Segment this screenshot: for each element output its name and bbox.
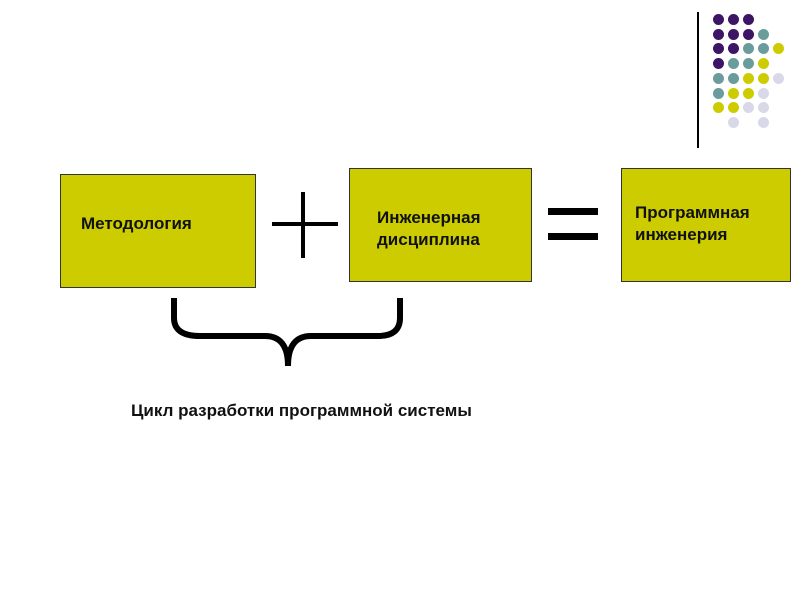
decorative-dot: [743, 58, 754, 70]
decorative-dot: [713, 14, 724, 25]
decorative-dot: [758, 58, 769, 70]
decorative-dot: [713, 43, 724, 55]
engineering-discipline-box: Инженерная дисциплина: [349, 168, 532, 282]
plus-sign: [272, 192, 338, 258]
decorative-dot: [743, 87, 754, 99]
decorative-dot: [728, 116, 739, 128]
methodology-label: Методология: [81, 214, 192, 233]
decorative-divider: [697, 12, 699, 148]
decorative-dot: [713, 72, 724, 84]
decorative-dot: [713, 58, 724, 70]
caption: Цикл разработки программной системы: [131, 401, 472, 420]
decorative-dot: [758, 72, 769, 84]
decorative-dot: [728, 58, 739, 70]
decorative-dot: [713, 102, 724, 114]
decorative-dot: [728, 87, 739, 99]
engineering-discipline-label: Инженерная дисциплина: [377, 208, 481, 249]
decorative-dot: [758, 116, 769, 128]
decorative-dot: [713, 87, 724, 99]
decorative-dot: [758, 28, 769, 40]
decorative-dot: [758, 102, 769, 114]
decorative-dot: [728, 43, 739, 55]
equals-sign: [548, 208, 598, 240]
decorative-dot: [728, 72, 739, 84]
decorative-dot: [758, 43, 769, 55]
decorative-dot: [773, 72, 784, 84]
decorative-dot: [743, 72, 754, 84]
decorative-dot: [743, 28, 754, 40]
software-engineering-label: Программная инженерия: [635, 203, 750, 244]
decorative-dot: [773, 43, 784, 55]
decorative-dot: [743, 102, 754, 114]
decorative-dot: [713, 28, 724, 40]
decorative-dot: [758, 87, 769, 99]
curly-brace: [171, 298, 403, 367]
decorative-dot: [728, 28, 739, 40]
software-engineering-box: Программная инженерия: [621, 168, 791, 282]
decorative-dot: [728, 14, 739, 25]
methodology-box: Методология: [60, 174, 256, 288]
decorative-dot: [743, 14, 754, 25]
decorative-dot: [728, 102, 739, 114]
decorative-dot: [743, 43, 754, 55]
